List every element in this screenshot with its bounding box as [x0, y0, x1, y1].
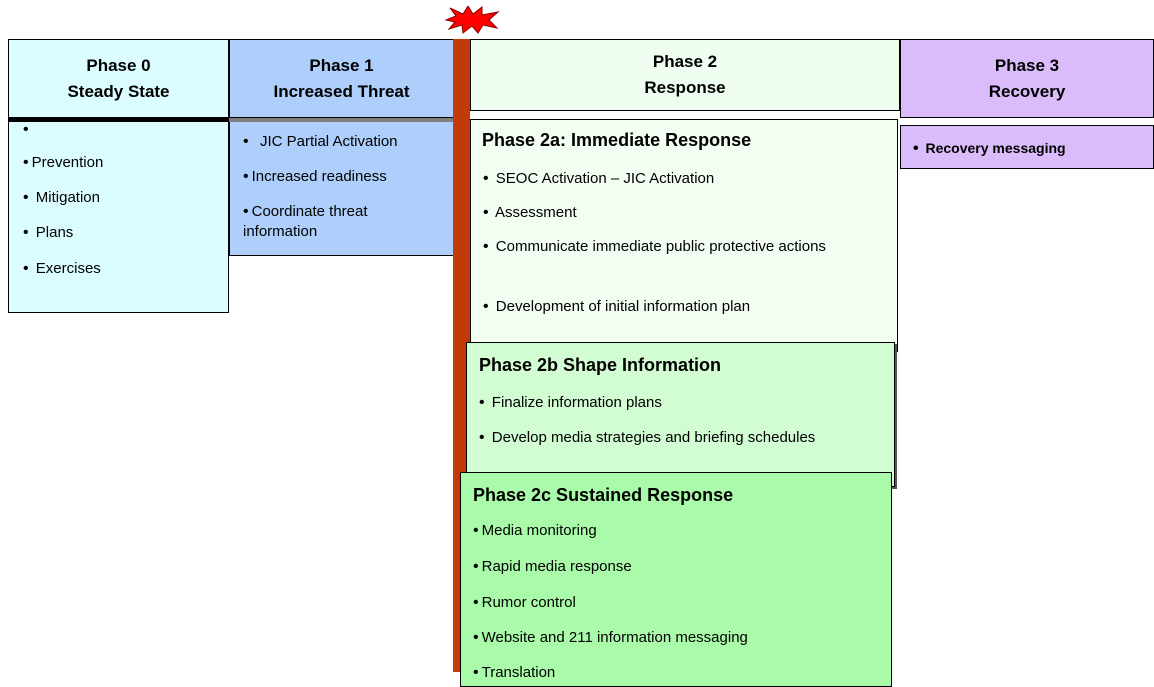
phase3-subtitle: Recovery [988, 81, 1066, 101]
phase2a-box: Phase 2a: Immediate Response • SEOC Acti… [470, 119, 898, 352]
phase0-subtitle: Steady State [67, 81, 170, 101]
phase2b-box: Phase 2b Shape Information • Finalize in… [466, 342, 895, 487]
list-item: • Development of initial information pla… [483, 298, 751, 315]
phase2b-title: Phase 2b Shape Information [479, 355, 722, 375]
list-item: • Mitigation [23, 189, 100, 206]
list-item: •Coordinate threat information [243, 203, 368, 240]
phase1-body: • JIC Partial Activation •Increased read… [229, 122, 454, 256]
list-item: • Recovery messaging [913, 140, 1066, 157]
phase0-body: • •Prevention • Mitigation • Plans • Exe… [8, 121, 229, 313]
list-item: •Prevention [23, 154, 104, 171]
phase0-header: Phase 0 Steady State [8, 39, 229, 118]
list-item: • Develop media strategies and briefing … [479, 429, 816, 446]
phase-divider-line-shadow [229, 118, 454, 122]
list-item: •Rapid media response [473, 558, 632, 575]
list-item: •Website and 211 information messaging [473, 629, 748, 646]
phase1-header: Phase 1 Increased Threat [229, 39, 454, 118]
list-item: •Translation [473, 664, 556, 681]
phase3-title: Phase 3 [994, 55, 1060, 75]
phase3-body: • Recovery messaging [900, 125, 1154, 169]
list-item: • Finalize information plans [479, 394, 662, 411]
phase2c-box: Phase 2c Sustained Response •Media monit… [460, 472, 892, 687]
phase1-title: Phase 1 [309, 55, 374, 75]
phase0-title: Phase 0 [86, 55, 151, 75]
list-item: • Exercises [23, 260, 101, 277]
list-item: • Plans [23, 224, 74, 241]
bullet-marker: • [23, 121, 29, 138]
explosion-burst-icon [444, 6, 500, 34]
phase-divider-line [8, 118, 229, 122]
list-item: • SEOC Activation – JIC Activation [483, 170, 715, 187]
phase2a-title: Phase 2a: Immediate Response [482, 130, 752, 150]
list-item: •Media monitoring [473, 522, 597, 539]
list-item: • Assessment [483, 204, 577, 221]
phase3-header: Phase 3 Recovery [900, 39, 1154, 118]
phase2c-title: Phase 2c Sustained Response [473, 485, 734, 505]
list-item: •Increased readiness [243, 168, 387, 185]
list-item: •Rumor control [473, 594, 576, 611]
phase2-title: Phase 2 [652, 52, 718, 71]
phase2-header: Phase 2 Response [470, 39, 900, 111]
phase1-subtitle: Increased Threat [273, 81, 410, 101]
list-item: • JIC Partial Activation [243, 133, 398, 150]
phase2-subtitle: Response [644, 78, 726, 97]
list-item: • Communicate immediate public protectiv… [483, 238, 826, 255]
